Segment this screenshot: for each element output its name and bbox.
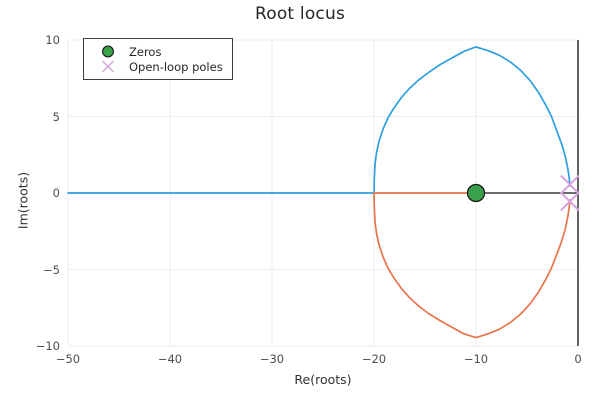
x-tick-label: −50 [55, 352, 81, 366]
legend-label-poles: Open-loop poles [129, 59, 223, 74]
legend-item-poles: Open-loop poles [91, 59, 223, 74]
x-tick-label: 0 [574, 352, 582, 366]
y-tick-label: 0 [52, 186, 60, 200]
y-tick-label: 10 [45, 33, 60, 47]
x-axis-label: Re(roots) [294, 372, 352, 387]
x-tick-label: −20 [361, 352, 387, 366]
x-marker-icon [91, 59, 125, 74]
legend-label-zeros: Zeros [129, 44, 162, 59]
circle-marker-icon [91, 44, 125, 59]
legend-item-zeros: Zeros [91, 44, 223, 59]
legend: Zeros Open-loop poles [83, 38, 233, 80]
series-layer [67, 40, 580, 346]
page-title: Root locus [254, 4, 346, 24]
x-tick-label: −30 [259, 352, 285, 366]
y-tick-label: −10 [35, 339, 60, 353]
y-tick-label: 5 [52, 109, 60, 124]
y-tick-label: −5 [43, 262, 60, 277]
y-axis-label: Im(roots) [15, 171, 31, 230]
plot-area [67, 39, 580, 347]
x-tick-label: −10 [463, 352, 489, 366]
x-tick-label: −40 [157, 352, 183, 366]
